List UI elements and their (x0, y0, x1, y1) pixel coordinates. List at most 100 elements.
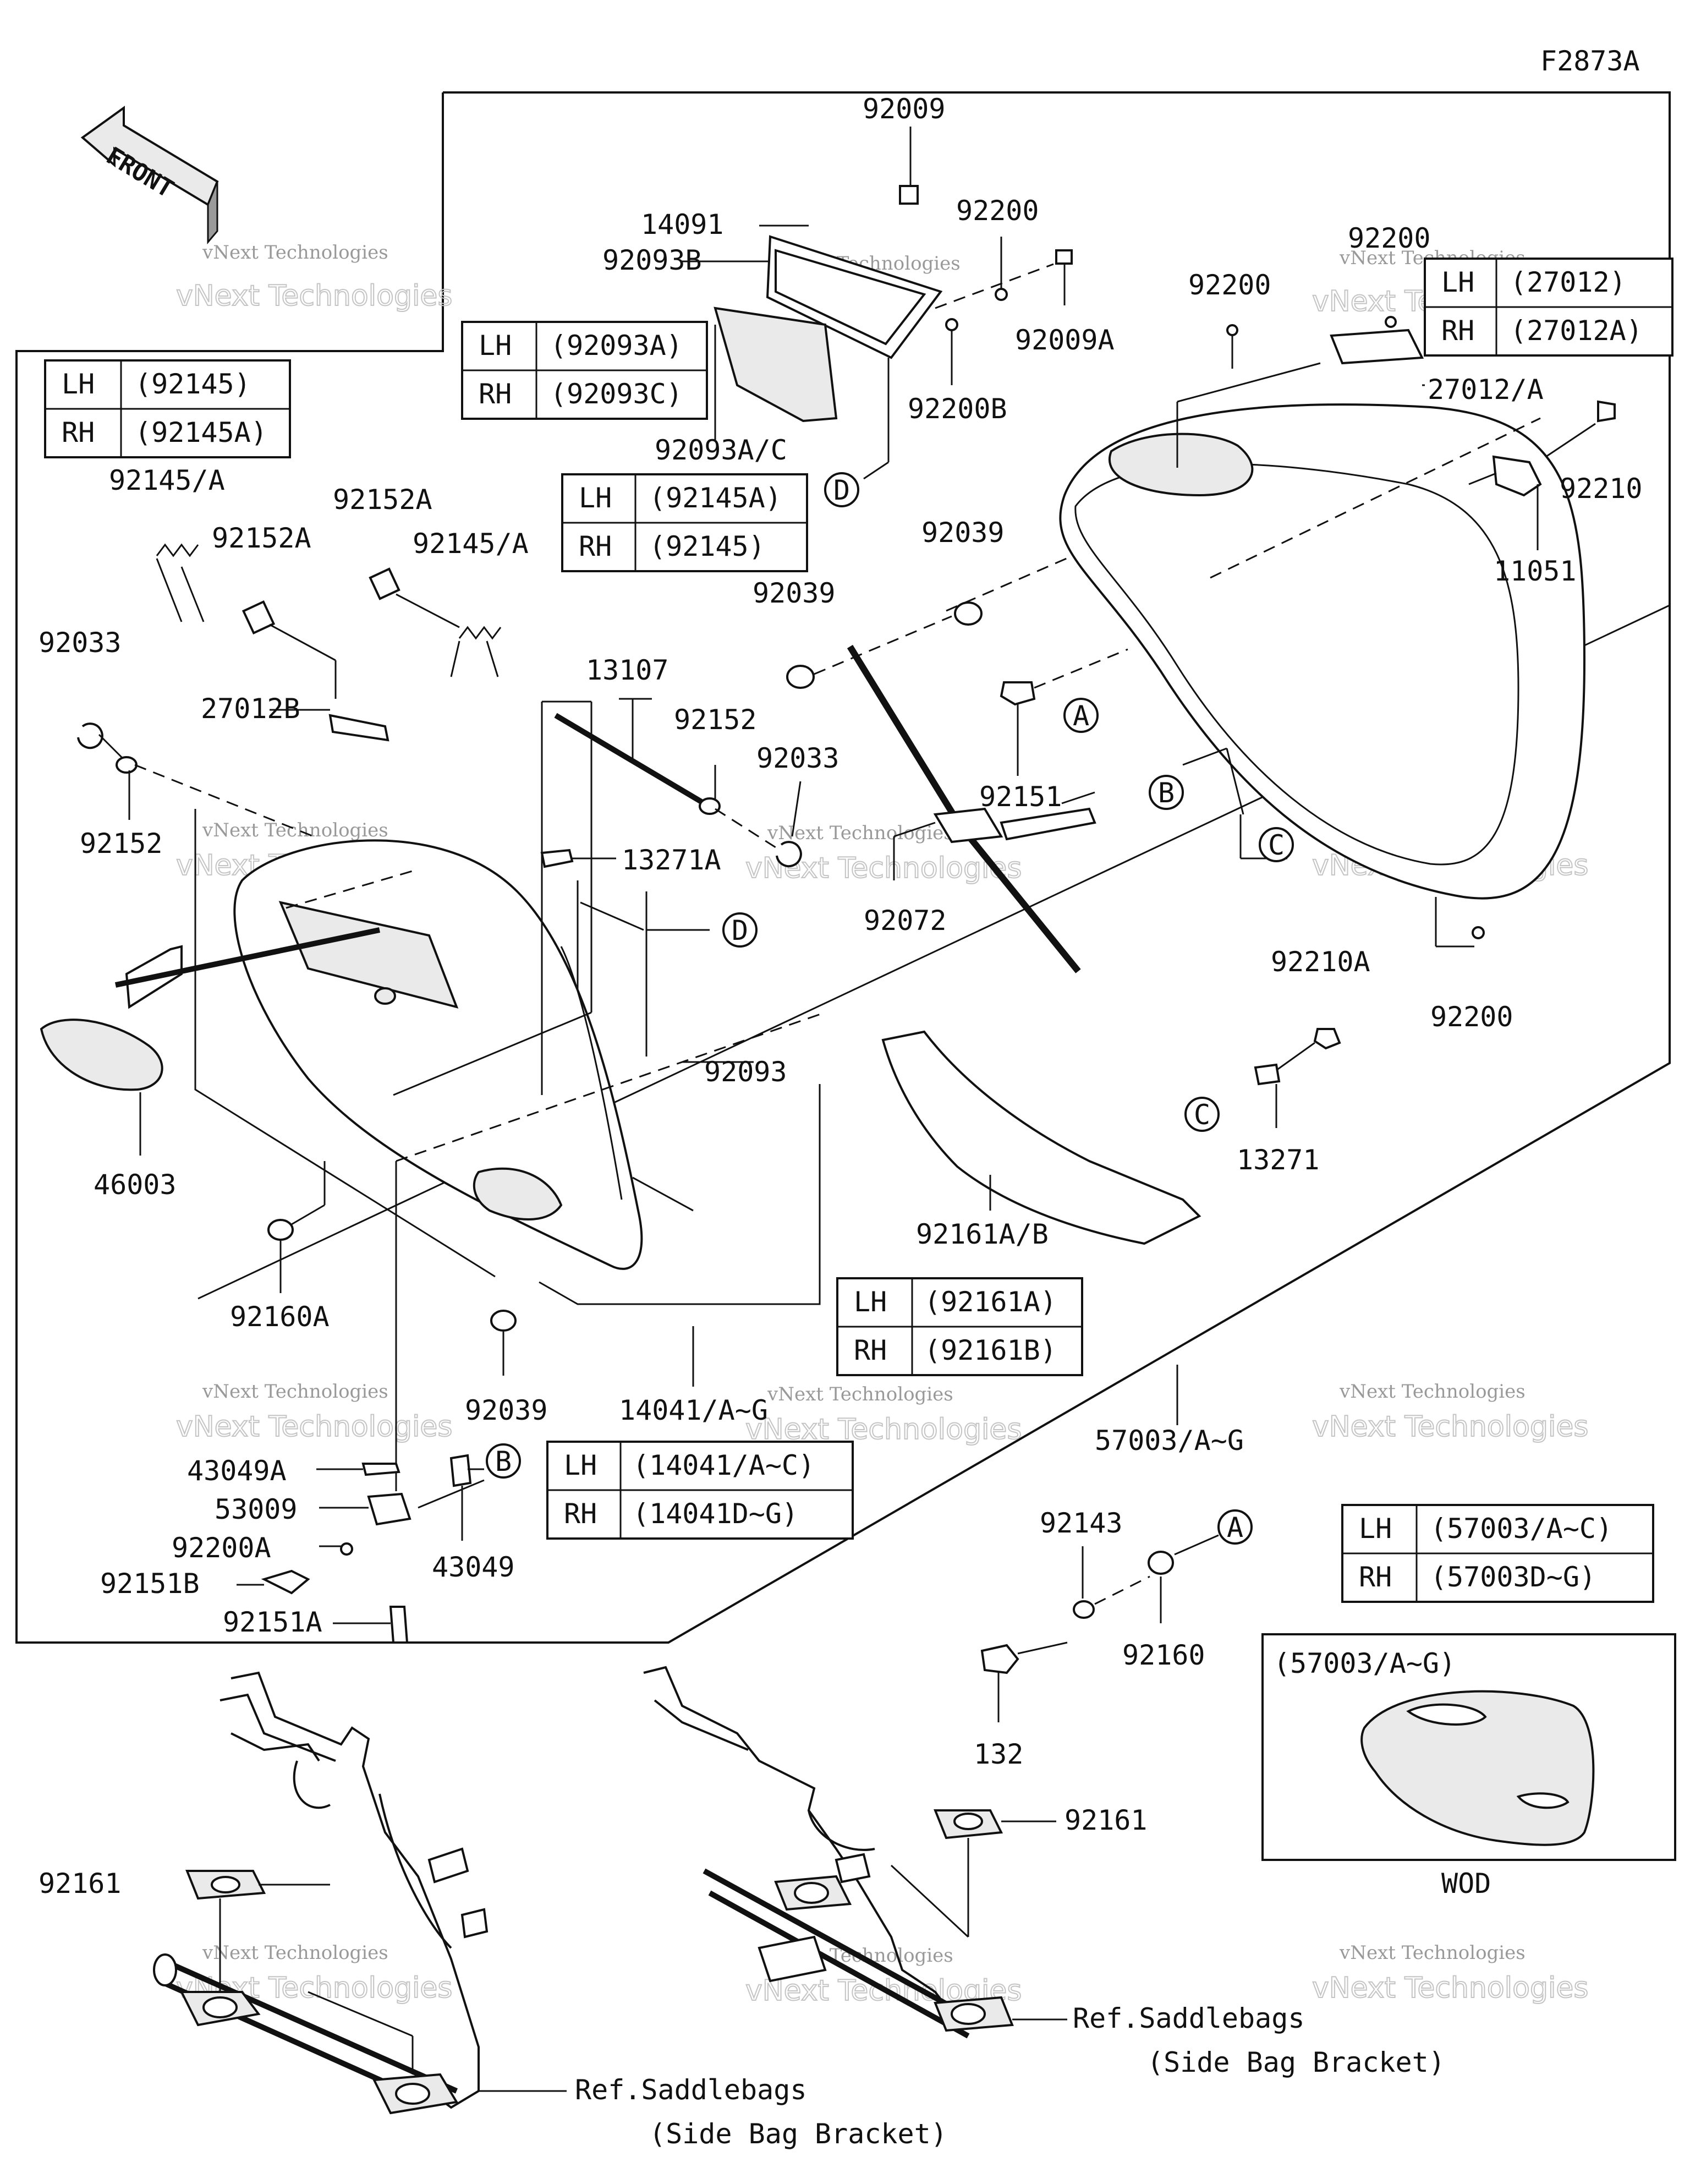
svg-text:vNext Technologies: vNext Technologies (202, 819, 388, 841)
washer-92200A (340, 1542, 353, 1556)
label-92143: 92143 (1040, 1507, 1123, 1539)
label-92210A: 92210A (1271, 946, 1370, 978)
label-92160A: 92160A (230, 1301, 330, 1333)
table-92145-left: LH (92145) RH (92145A) (44, 359, 291, 458)
clip-92033-mid (776, 841, 802, 868)
svg-text:vNext Technologies: vNext Technologies (202, 242, 388, 264)
svg-text:RH: RH (62, 417, 95, 448)
support-rod-group (847, 644, 1201, 1245)
label-92093B: 92093B (602, 244, 702, 276)
svg-text:vNext Technologies: vNext Technologies (202, 1942, 388, 1964)
svg-text:RH: RH (479, 378, 512, 410)
svg-text:LH: LH (854, 1286, 887, 1318)
svg-text:A: A (1227, 1512, 1243, 1543)
plate-13271A (540, 849, 574, 868)
grommet-92160 (1148, 1551, 1174, 1575)
label-92152A-mid: 92152A (333, 484, 432, 516)
label-92152-left: 92152 (80, 828, 163, 860)
table-92161: LH (92161A) RH (92161B) (836, 1277, 1083, 1376)
plate-13271 (1254, 1063, 1281, 1086)
pin-92152A-mid (369, 567, 400, 600)
table-57003: LH (57003/A~C) RH (57003D~G) (1341, 1504, 1654, 1603)
right-bracket-plate (758, 1935, 827, 1983)
label-27012B: 27012B (201, 693, 300, 725)
front-arrow-icon: FRONT (80, 106, 219, 245)
inset-title: (57003/A~G) (1274, 1647, 1456, 1679)
label-92160: 92160 (1122, 1639, 1205, 1671)
label-43049: 43049 (432, 1551, 515, 1583)
label-92152A-left: 92152A (212, 522, 311, 554)
svg-text:vNext Technologies: vNext Technologies (176, 1410, 452, 1443)
svg-text:RH: RH (579, 530, 612, 562)
plate-11051 (1492, 455, 1542, 497)
label-92033-left: 92033 (39, 627, 122, 659)
label-13271A: 13271A (622, 844, 721, 876)
saddlebag-lid-group (786, 316, 1616, 1128)
plate-43049A (361, 1463, 400, 1476)
table-27012: LH (27012) RH (27012A) (1424, 258, 1673, 357)
svg-text:RH: RH (1441, 315, 1474, 347)
label-92200A: 92200A (172, 1532, 271, 1564)
svg-text:vNext Technologies: vNext Technologies (202, 1381, 388, 1403)
svg-text:(92161B): (92161B) (924, 1334, 1057, 1366)
clip-92033-left (77, 722, 103, 749)
svg-text:(57003D~G): (57003D~G) (1430, 1561, 1596, 1593)
washer-92200-low (1472, 926, 1485, 939)
svg-text:LH: LH (1359, 1513, 1392, 1545)
callout-b-lid (1149, 775, 1184, 810)
svg-text:(27012A): (27012A) (1510, 315, 1643, 347)
label-13271: 13271 (1237, 1144, 1320, 1176)
nut-92210A (1313, 1028, 1341, 1050)
svg-text:vNext Technologies: vNext Technologies (176, 280, 452, 313)
pin-92152A-left (242, 600, 276, 635)
right-bracket-tab (835, 1853, 871, 1884)
label-92151B: 92151B (100, 1568, 200, 1600)
bracket-53009 (367, 1492, 411, 1526)
label-92039-bottom: 92039 (465, 1394, 548, 1426)
svg-text:RH: RH (1359, 1561, 1392, 1593)
ref-right-line2: (Side Bag Bracket) (1147, 2046, 1445, 2078)
svg-text:vNext Technologies: vNext Technologies (1312, 1972, 1588, 2005)
label-92151: 92151 (979, 781, 1062, 813)
pin-92152-left (116, 756, 138, 774)
callout-d-top (824, 472, 859, 507)
spring-92145-left (156, 543, 199, 557)
label-43049A: 43049A (187, 1455, 287, 1487)
latch-bracket-group (682, 127, 1073, 480)
label-92152-mid: 92152 (674, 704, 757, 736)
pin-92152-mid (699, 797, 721, 815)
label-92093AC: 92093A/C (655, 434, 787, 466)
rod-13107 (554, 713, 706, 806)
label-92145A-mid: 92145/A (413, 528, 529, 560)
label-92200-low: 92200 (1430, 1001, 1513, 1033)
hinge-27012 (1330, 329, 1424, 365)
label-92161AB: 92161A/B (916, 1218, 1049, 1250)
svg-text:(92145): (92145) (649, 530, 765, 562)
label-46003: 46003 (94, 1169, 177, 1201)
inset-caption: WOD (1441, 1868, 1491, 1900)
bolt-92151 (1000, 681, 1036, 706)
callout-a-bolt (1217, 1509, 1253, 1545)
svg-text:vNext Technologies: vNext Technologies (1339, 1942, 1526, 1964)
nut-92210 (1597, 400, 1616, 423)
svg-text:B: B (1158, 777, 1175, 809)
washer-92200B (945, 318, 958, 331)
svg-text:D: D (732, 915, 748, 946)
svg-text:(92161A): (92161A) (924, 1286, 1057, 1318)
lid-handle (1109, 433, 1254, 497)
svg-text:(57003/A~C): (57003/A~C) (1430, 1513, 1612, 1545)
bolt-set-group (980, 1534, 1219, 1722)
screw-92009A (1055, 249, 1073, 265)
label-92210: 92210 (1560, 473, 1643, 505)
side-bag-bracket-left (153, 1671, 567, 2115)
pin-92160A (267, 1219, 294, 1241)
spring-92145-mid (458, 626, 502, 640)
left-bracket-tab (427, 1847, 469, 1884)
pin-92039-bottom (490, 1310, 517, 1332)
table-14041: LH (14041/A~C) RH (14041D~G) (546, 1441, 854, 1540)
label-92200-mid: 92200 (1188, 269, 1271, 301)
svg-text:vNext Technologies: vNext Technologies (1312, 1410, 1588, 1443)
label-14091: 14091 (641, 209, 724, 240)
label-92161-left: 92161 (39, 1868, 122, 1900)
